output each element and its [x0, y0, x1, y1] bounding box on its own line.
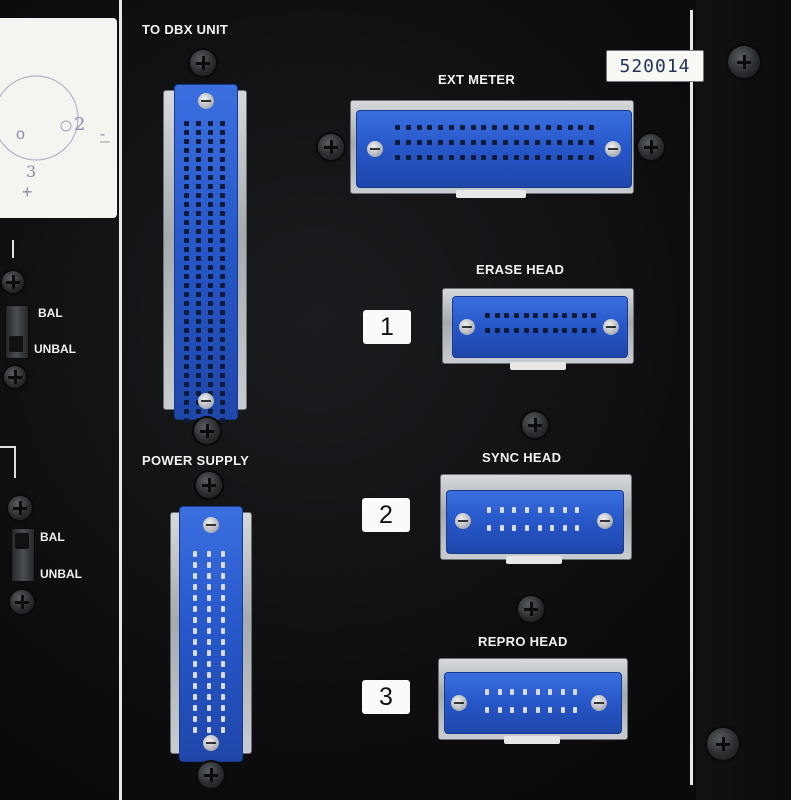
sync-head-mount-screw-left [455, 513, 471, 529]
power-mount-screw-top [203, 517, 219, 533]
sync-head-latch [506, 556, 562, 564]
erase-head-pin-grid [485, 313, 597, 333]
unbal-label-bottom: UNBAL [40, 567, 82, 581]
ext-meter-mount-screw-left [367, 141, 383, 157]
repro-head-pin-grid [485, 689, 581, 713]
wire-line-top [0, 240, 14, 258]
rack-screw-top-right [728, 46, 760, 78]
channel-number-2: 2 [362, 498, 410, 532]
screw-ext-meter-right [638, 134, 664, 160]
repro-head-connector[interactable] [444, 672, 622, 734]
switch-knob-bottom [15, 533, 29, 549]
screw-erase-sync [522, 412, 548, 438]
dbx-mount-screw-bottom [198, 393, 214, 409]
screw-left-4 [10, 590, 34, 614]
sketch-plus: + [22, 182, 33, 202]
ext-meter-pin-grid [395, 125, 595, 160]
power-supply-connector[interactable] [179, 506, 243, 762]
dbx-mount-screw-top [198, 93, 214, 109]
sketch-pin-2: 2 [74, 114, 86, 135]
repro-head-label: REPRO HEAD [478, 634, 568, 649]
channel-number-1: 1 [363, 310, 411, 344]
repro-head-mount-screw-left [451, 695, 467, 711]
wire-line-bottom [0, 446, 16, 478]
bal-label-bottom: BAL [40, 530, 65, 544]
right-divider-line [690, 10, 693, 785]
erase-head-mount-screw-right [603, 319, 619, 335]
erase-head-connector[interactable] [452, 296, 628, 358]
sync-head-connector[interactable] [446, 490, 624, 554]
channel-number-3: 3 [362, 680, 410, 714]
bal-unbal-switch-bottom[interactable] [11, 528, 35, 582]
dbx-pin-grid [184, 121, 228, 423]
ext-meter-connector[interactable] [356, 110, 632, 188]
repro-head-mount-screw-right [591, 695, 607, 711]
sketch-pin-3: 3 [26, 162, 37, 181]
xlr-sketch [0, 75, 110, 161]
screw-left-2 [4, 366, 26, 388]
power-mount-screw-bottom [203, 735, 219, 751]
serial-number-sticker: 520014 [606, 50, 704, 82]
ext-meter-label: EXT METER [438, 72, 516, 87]
screw-left-1 [2, 271, 24, 293]
power-supply-label: POWER SUPPLY [142, 453, 250, 468]
dbx-unit-connector[interactable] [174, 84, 238, 423]
power-pin-grid [193, 551, 229, 733]
to-dbx-unit-label: TO DBX UNIT [142, 22, 229, 37]
sketch-pin-o: o [16, 126, 25, 143]
bal-label-top: BAL [38, 306, 63, 320]
sketch-minus: - [100, 126, 106, 143]
screw-power-bottom [198, 762, 224, 788]
ext-meter-latch [456, 190, 526, 198]
screw-dbx-bottom [194, 418, 220, 444]
ext-meter-mount-screw-right [605, 141, 621, 157]
erase-head-latch [510, 362, 566, 370]
sync-head-pin-grid [487, 507, 583, 531]
sync-head-label: SYNC HEAD [482, 450, 562, 465]
screw-dbx-top [190, 50, 216, 76]
wiring-sketch-card: 2 o 3 - + [0, 18, 117, 218]
switch-knob-top [9, 336, 23, 352]
bal-unbal-switch-top[interactable] [5, 305, 29, 359]
rack-screw-bottom-right [707, 728, 739, 760]
screw-power-top [196, 472, 222, 498]
erase-head-label: ERASE HEAD [476, 262, 565, 277]
screw-sync-repro [518, 596, 544, 622]
sync-head-mount-screw-right [597, 513, 613, 529]
right-panel-strip [696, 0, 791, 800]
repro-head-latch [504, 736, 560, 744]
screw-left-3 [8, 496, 32, 520]
erase-head-mount-screw-left [459, 319, 475, 335]
unbal-label-top: UNBAL [34, 342, 76, 356]
screw-ext-meter-left [318, 134, 344, 160]
left-divider-line [119, 0, 122, 800]
